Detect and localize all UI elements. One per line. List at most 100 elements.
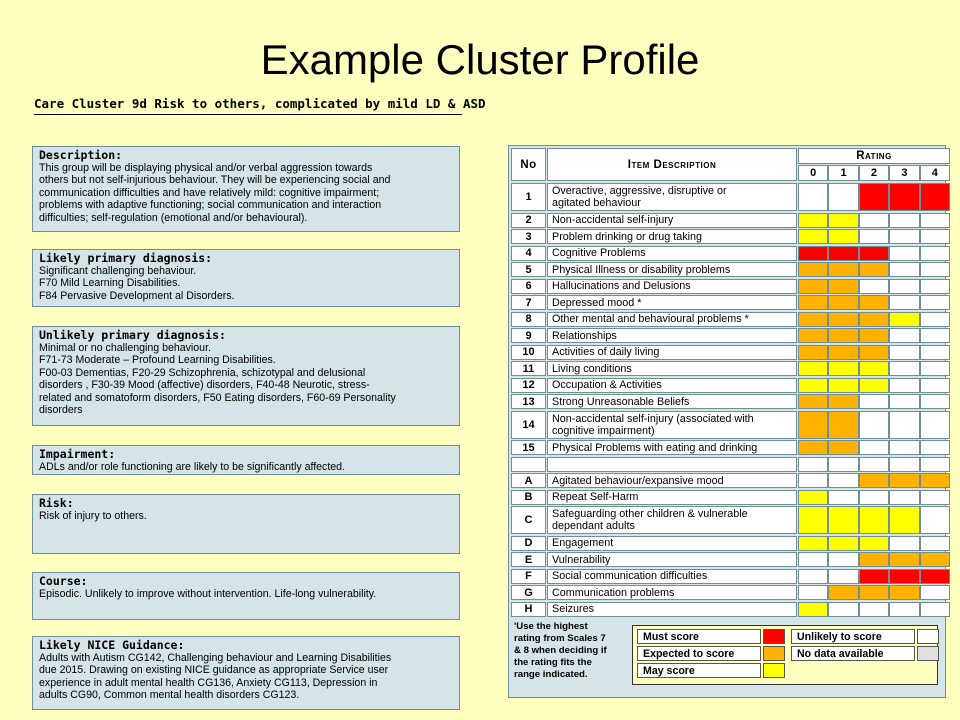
item-description-line: Activities of daily living (552, 346, 660, 358)
table-row-number: 10 (511, 344, 546, 360)
rating-cell-u (889, 489, 920, 505)
table-row-description: Other mental and behavioural problems * (547, 311, 797, 327)
legend-note-line: range indicated. (514, 669, 588, 680)
item-description-line: Repeat Self-Harm (552, 491, 639, 503)
rating-cell-u (919, 311, 950, 327)
header-no: No (511, 148, 546, 181)
item-description-text: Relationships (552, 330, 617, 342)
rating-cell-u (889, 440, 920, 455)
table-row-description: Social communication difficulties (547, 568, 797, 584)
rating-cell-u (798, 552, 829, 567)
rating-cell-u (919, 410, 950, 439)
item-description-text: Cognitive Problems (552, 247, 646, 259)
item-description-line: dependant adults (552, 520, 635, 532)
table-row-description: Depressed mood * (547, 295, 797, 310)
table-row-number: B (511, 489, 546, 505)
rating-cell-u (919, 212, 950, 228)
item-description-text: Non-accidental self-injury (552, 214, 673, 226)
table-row-number: D (511, 535, 546, 551)
rating-cell-o (828, 440, 859, 455)
item-description-text: Engagement (552, 537, 613, 549)
item-description-text: Non-accidental self-injury (associated w… (552, 413, 754, 437)
rating-cell-o (798, 328, 829, 343)
rating-cell-o (828, 328, 859, 343)
rating-level-3: 3 (889, 165, 920, 181)
rating-cell-u (919, 278, 950, 294)
rating-cell-o (858, 295, 890, 310)
rating-cell-y (858, 535, 890, 551)
rating-cell-u (889, 328, 920, 343)
table-row-description: Physical Illness or disability problems (547, 262, 797, 277)
rating-cell-u (919, 601, 950, 617)
item-description-text: Depressed mood * (552, 297, 641, 309)
page-title: Example Cluster Profile (260, 36, 700, 83)
item-description-line: Non-accidental self-injury (associated w… (552, 412, 754, 425)
rating-cell-u (889, 245, 920, 261)
item-description-text: Hallucinations and Delusions (552, 280, 691, 292)
rating-cell-u (858, 229, 890, 244)
table-row-description: Strong Unreasonable Beliefs (547, 394, 797, 409)
item-description-text: Occupation & Activities (552, 379, 662, 391)
item-description-line: agitated behaviour (552, 197, 641, 209)
table-row-description: Engagement (547, 535, 797, 551)
item-description-line: Agitated behaviour/expansive mood (552, 474, 724, 487)
rating-cell-m (858, 245, 890, 261)
item-description-text: Safeguarding other children & vulnerable… (552, 508, 748, 532)
rating-cell-m (858, 568, 890, 584)
item-description-text: Physical Problems with eating and drinki… (552, 442, 757, 454)
rating-cell-u (858, 410, 890, 439)
rating-cell-u (858, 278, 890, 294)
rating-cell-o (828, 278, 859, 294)
legend-may-label: May score (637, 663, 761, 678)
rating-cell-y (828, 535, 859, 551)
table-row-number: A (511, 473, 546, 488)
legend-nodata-label: No data available (791, 646, 915, 661)
rating-cell-o (919, 473, 950, 488)
rating-cell-u (889, 344, 920, 360)
item-description-line: Cognitive Problems (552, 247, 646, 259)
rating-cell-u (889, 278, 920, 294)
rating-cell-m (828, 245, 859, 261)
rating-cell-u (919, 535, 950, 551)
table-row-number: 7 (511, 295, 546, 310)
box-heading: Likely NICE Guidance: (39, 638, 185, 652)
rating-cell-y (828, 229, 859, 244)
header-item-description-label: Item Description (627, 158, 717, 171)
rating-cell-u (919, 262, 950, 277)
rating-cell-o (798, 262, 829, 277)
table-row-number (511, 456, 546, 472)
box-text-line: due 2015. Drawing on existing NICE guida… (39, 664, 389, 677)
rating-cell-u (919, 344, 950, 360)
rating-cell-u (828, 456, 859, 472)
item-description-line: Safeguarding other children & vulnerable (552, 508, 748, 520)
box-text-line: Risk of injury to others. (39, 510, 147, 522)
rating-cell-o (798, 410, 829, 439)
table-row-number: 13 (511, 394, 546, 409)
box-text-line: F84 Pervasive Development al Disorders. (39, 289, 235, 302)
table-row-description: Seizures (547, 601, 797, 617)
rating-cell-u (919, 456, 950, 472)
rating-cell-o (798, 440, 829, 455)
rating-cell-o (858, 311, 890, 327)
box-text-line: difficulties; self-regulation (emotional… (39, 211, 308, 224)
rating-cell-o (858, 262, 890, 277)
box-text-line: Episodic. Unlikely to improve without in… (39, 588, 377, 600)
item-description-line: Occupation & Activities (552, 379, 662, 391)
header-rating-label: Rating (856, 150, 892, 162)
table-row-number: C (511, 506, 546, 534)
table-row-number: 5 (511, 262, 546, 277)
rating-cell-u (798, 183, 829, 211)
table-row-number: F (511, 568, 546, 584)
rating-cell-u (919, 295, 950, 310)
rating-cell-y (858, 377, 890, 393)
item-description-line: Vulnerability (552, 553, 611, 566)
rating-cell-o (889, 552, 920, 567)
rating-cell-o (858, 473, 890, 488)
rating-cell-y (798, 506, 829, 534)
box-text-line: adults CG90, Common mental health disord… (39, 689, 300, 702)
table-row-description: Physical Problems with eating and drinki… (547, 440, 797, 455)
rating-cell-o (889, 473, 920, 488)
rating-cell-u (889, 535, 920, 551)
rating-cell-u (889, 212, 920, 228)
